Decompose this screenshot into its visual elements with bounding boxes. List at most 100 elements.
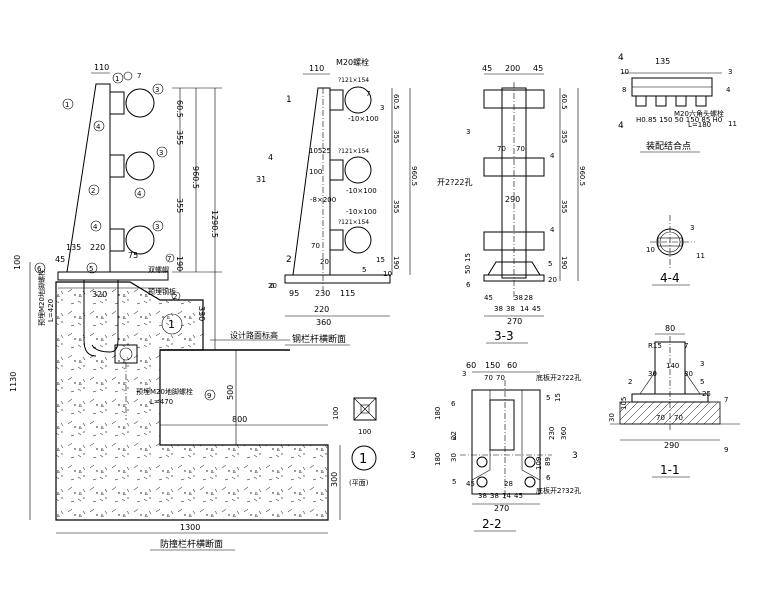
rail-dim-115: 115 — [340, 289, 355, 298]
callout-6: 6 — [37, 265, 42, 273]
callout-1-top: 1 — [115, 75, 119, 83]
callout-5: 5 — [89, 265, 93, 273]
note-road-level: 设计路面标高 — [230, 330, 278, 340]
concrete-body — [55, 281, 329, 521]
s11-callout-3: 3 — [700, 360, 704, 368]
rail-dim-220: 220 — [314, 305, 329, 314]
rail-2-bracket-bottom — [329, 229, 344, 251]
detail-circle-1-label: 1 — [168, 318, 175, 331]
callout-ring — [171, 291, 181, 301]
asm-mark-4-top: 4 — [618, 53, 624, 63]
s11-dim-30b: 30 — [684, 370, 693, 378]
callout-2-b: 2 — [173, 293, 177, 301]
s22-dim-89: 89 — [544, 457, 552, 466]
asm-bolt-2 — [655, 95, 667, 107]
rail-mark-1: 1 — [286, 95, 292, 105]
s11-dim-25: 25 — [702, 390, 711, 398]
asm-callout-3: 3 — [728, 68, 732, 76]
s44-pipe-inner — [659, 231, 681, 253]
rail-dim-15: 15 — [376, 256, 385, 264]
s11-dim-70a: 70 — [656, 414, 665, 422]
rail-dim-360: 360 — [316, 318, 331, 327]
s33-dim-50: 50 — [464, 265, 472, 274]
s22-post — [489, 399, 515, 451]
s22-dim-38b: 38 — [490, 492, 499, 500]
rail-dim-355-b: 355 — [392, 200, 400, 213]
s22-dim-180b: 180 — [434, 453, 442, 466]
rail-note-m20: M20螺栓 — [336, 57, 369, 67]
rail-pipe-mid — [125, 151, 155, 181]
dim-1130: 1130 — [9, 372, 18, 392]
s33-dim-45a: 45 — [482, 64, 492, 73]
s44-callout-11: 11 — [696, 252, 705, 260]
rail-pipe-2-top — [344, 86, 372, 114]
callout-ring — [90, 220, 102, 232]
callout-2: 2 — [91, 187, 95, 195]
callout-ring — [134, 187, 146, 199]
title-steel-rail: 钢栏杆横断面 — [292, 333, 346, 345]
s22-dim-45b: 45 — [514, 492, 523, 500]
s22-note-hole-2722: 底板开2?22孔 — [536, 373, 581, 382]
s33-note-hole: 开2?22孔 — [437, 178, 473, 187]
dim-75: 75 — [128, 251, 138, 260]
s22-dim-30: 30 — [450, 453, 458, 462]
dim-300: 300 — [330, 472, 339, 487]
rail-bracket-mid — [109, 154, 125, 178]
asm-note-hex-bolt: M20六角头螺栓 — [674, 109, 724, 118]
asm-mark-4-bottom: 4 — [618, 121, 624, 131]
asm-callout-4: 4 — [726, 86, 731, 94]
dim-100-left: 100 — [13, 255, 22, 270]
s22-gusset-left — [471, 389, 491, 481]
s22-note-hole-2732: 底板开2?32孔 — [536, 486, 581, 495]
rail-base-plate — [284, 274, 391, 284]
s22-dim-150: 150 — [485, 361, 500, 370]
callout-3-bottom: 3 — [155, 223, 159, 231]
dim-1300: 1300 — [180, 523, 200, 532]
s44-callout-3: 3 — [690, 224, 694, 232]
s33-dim-45c: 45 — [532, 305, 541, 313]
note-anchor-bottom: 预埋M20地脚螺栓 — [136, 387, 193, 396]
rail-pipe-top — [125, 88, 155, 118]
s33-dim-70a: 70 — [497, 145, 506, 153]
s22-gusset-right — [521, 389, 541, 481]
dim-1290-5: 1290.5 — [210, 210, 219, 238]
rail-callout-7: 7 — [366, 90, 370, 98]
rail-pipe-2-mid — [344, 156, 372, 184]
s11-dim-80: 80 — [665, 324, 675, 333]
rail-callout-6: 6 — [270, 282, 275, 290]
s33-dim-355-b: 355 — [560, 200, 568, 213]
rail-dim-230: 230 — [315, 289, 330, 298]
title-section-1-1: 1-1 — [660, 463, 680, 477]
s11-callout-2: 2 — [628, 378, 632, 386]
s11-dim-140: 140 — [666, 362, 679, 370]
callout-4-c: 4 — [93, 223, 98, 231]
s33-callout-6: 6 — [466, 281, 471, 289]
callout-ring — [156, 146, 168, 158]
main-callouts: 1 1 7 3 4 3 2 4 4 3 6 5 7 2 9 — [34, 71, 216, 401]
callout-ring — [112, 72, 124, 84]
steel-rail-section-view: 110 M20螺栓 ?121×154 ?121×154 ?121×154 -10… — [256, 57, 418, 346]
s11-callout-9: 9 — [724, 446, 728, 454]
s22-dim-6: 6 — [546, 474, 551, 482]
s44-pipe-outer — [656, 228, 684, 256]
s33-rail-top — [483, 89, 545, 109]
anchor-circle — [119, 347, 133, 361]
callout-ring — [88, 184, 100, 196]
callout-ring — [123, 71, 133, 81]
s22-dim-60a: 60 — [466, 361, 476, 370]
s11-dim-7: 7 — [724, 396, 728, 404]
s22-callout-2: 2 — [452, 434, 456, 442]
s11-callout-5: 5 — [700, 378, 704, 386]
callout-4-b: 4 — [137, 190, 142, 198]
s33-base-plate — [483, 274, 545, 282]
rail-dim-960-5: 960.5 — [410, 166, 418, 186]
s33-dim-190: 190 — [560, 256, 568, 269]
title-assembly-node: 装配结合点 — [646, 140, 691, 152]
callout-ring — [93, 120, 105, 132]
plan-core — [360, 404, 370, 414]
rail-note-31: 31 — [256, 175, 266, 184]
callout-7-top: 7 — [137, 72, 141, 80]
s44-callout-10: 10 — [646, 246, 655, 254]
s22-dim-109: 109 — [535, 457, 543, 470]
s22-dim-38a: 38 — [478, 492, 487, 500]
